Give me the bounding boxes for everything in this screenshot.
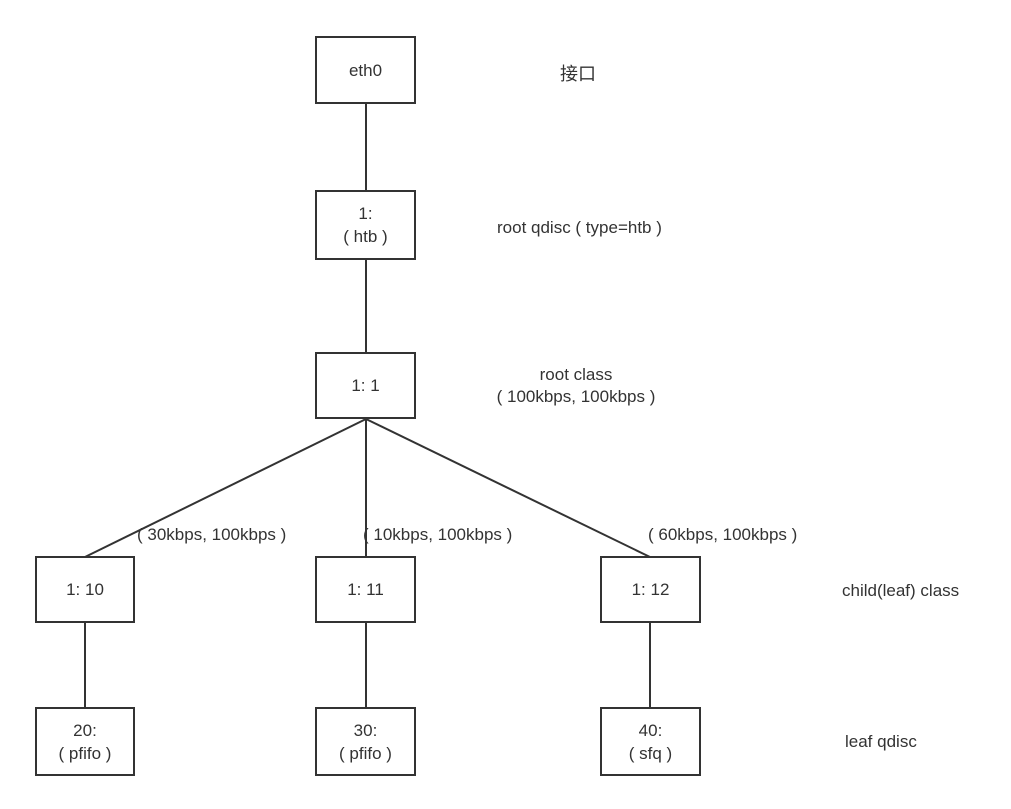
node-class-1-10-id: 1: 10 xyxy=(66,580,104,599)
node-root-qdisc-id: 1: xyxy=(358,204,373,223)
node-qdisc-20-id: 20: xyxy=(73,720,97,740)
annotation-root-class-line1: root class xyxy=(539,365,613,384)
annotation-root-class-line2: ( 100kbps, 100kbps ) xyxy=(496,387,656,406)
annotation-root-qdisc: root qdisc ( type=htb ) xyxy=(497,218,662,237)
edge-label-class10-rate: ( 30kbps, 100kbps ) xyxy=(137,525,287,544)
node-qdisc-40-type: ( sfq ) xyxy=(628,743,673,763)
annotation-leaf-qdisc: leaf qdisc xyxy=(845,732,917,751)
node-qdisc-20: 20: ( pfifo ) xyxy=(35,707,135,776)
node-class-1-12: 1: 12 xyxy=(600,556,701,623)
edge-rootclass-class10 xyxy=(84,418,367,558)
node-qdisc-20-type: ( pfifo ) xyxy=(58,743,112,763)
node-root-class: 1: 1 xyxy=(315,352,416,419)
node-qdisc-30: 30: ( pfifo ) xyxy=(315,707,416,776)
annotation-root-class: root class ( 100kbps, 100kbps ) xyxy=(478,364,674,408)
node-class-1-12-id: 1: 12 xyxy=(631,580,670,599)
node-root-qdisc-type: ( htb ) xyxy=(343,227,388,246)
node-root-qdisc: 1: ( htb ) xyxy=(315,190,416,260)
node-eth0-label: eth0 xyxy=(348,60,383,80)
annotation-child-class: child(leaf) class xyxy=(842,581,960,600)
node-class-1-11: 1: 11 xyxy=(315,556,416,623)
node-qdisc-40-id: 40: xyxy=(638,720,663,740)
node-qdisc-30-id: 30: xyxy=(353,720,378,740)
node-eth0: eth0 xyxy=(315,36,416,104)
node-qdisc-30-type: ( pfifo ) xyxy=(339,743,392,763)
annotation-interface: 接口 xyxy=(560,64,596,84)
node-root-class-id: 1: 1 xyxy=(351,376,380,395)
edge-label-class11-rate: ( 10kbps, 100kbps ) xyxy=(363,525,513,544)
node-class-1-11-id: 1: 11 xyxy=(347,580,384,599)
edge-rootclass-class12 xyxy=(365,418,651,558)
node-qdisc-40: 40: ( sfq ) xyxy=(600,707,701,776)
edge-label-class12-rate: ( 60kbps, 100kbps ) xyxy=(648,525,798,544)
node-class-1-10: 1: 10 xyxy=(35,556,135,623)
